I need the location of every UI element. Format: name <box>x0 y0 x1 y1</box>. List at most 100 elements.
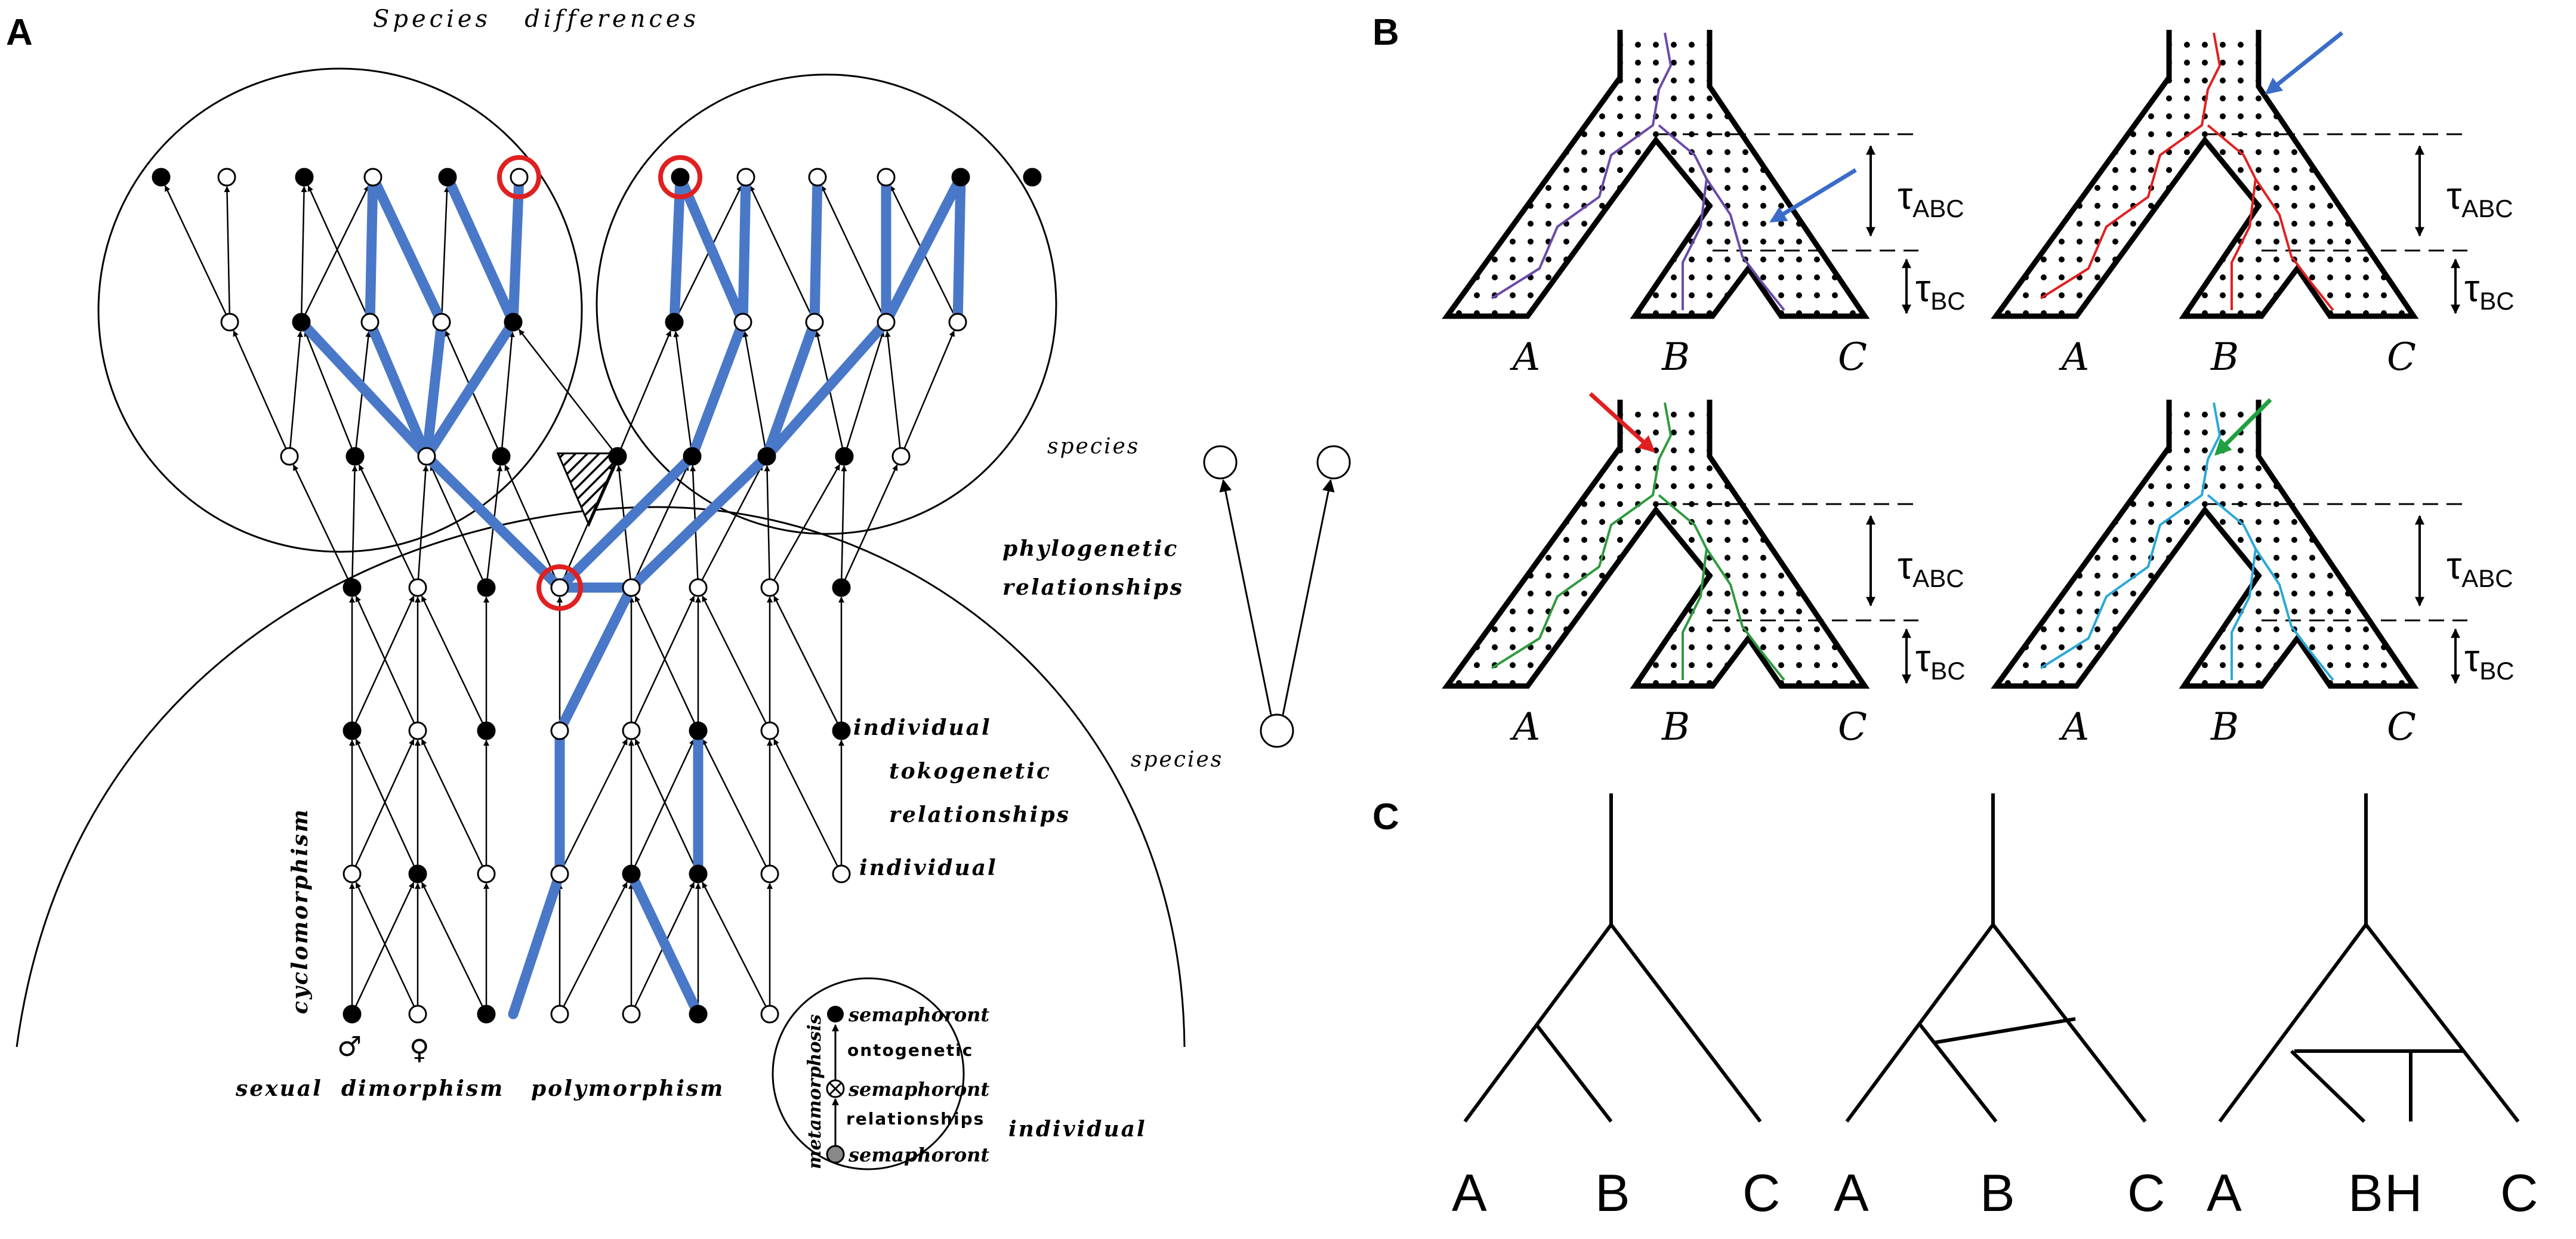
female-symbol: ♀ <box>409 1033 430 1065</box>
tau-abc-label: τABC <box>1898 544 1964 592</box>
highlight-circle-ancestor <box>536 564 583 611</box>
tree-2-tip-a: A <box>1834 1163 1869 1222</box>
semaphoront-node <box>891 447 911 466</box>
tip-b: B <box>2210 705 2239 749</box>
semaphoront-node <box>343 864 362 883</box>
semaphoront-node <box>665 313 684 332</box>
semaphoront-node <box>608 447 627 466</box>
gene-tree-arrow-4 <box>2214 398 2272 456</box>
label-sexual-dimorphism: sexual dimorphism <box>235 1076 504 1101</box>
panel-a-letter: A <box>6 12 33 53</box>
highlight-circle-left <box>497 155 541 199</box>
semaphoront-node <box>363 168 382 187</box>
tip-c: C <box>1838 705 1867 749</box>
semaphoront-node <box>835 447 854 466</box>
tree-3-tip-h: H <box>2384 1163 2423 1222</box>
label-individual-mid: individual <box>859 855 998 880</box>
label-tokogenetic-relationships: relationships <box>889 802 1070 827</box>
label-semaphoront-relationships: relationships <box>846 1109 985 1129</box>
tree-3-tip-a: A <box>2207 1163 2242 1222</box>
gene-tree-arrow-2 <box>2265 31 2344 95</box>
panel-c: C A B C A B C A B H C <box>1372 793 2538 1222</box>
gene-tree-arrow-3 <box>1588 392 1656 453</box>
semaphoront-node <box>622 1005 641 1024</box>
semaphoront-node <box>622 721 641 740</box>
semaphoront-node <box>345 447 365 466</box>
tip-c: C <box>2387 335 2416 379</box>
semaphoront-node <box>951 168 970 187</box>
tip-b: B <box>1661 705 1690 749</box>
label-ontogenetic: ontogenetic <box>847 1040 973 1060</box>
species-circle-right <box>596 73 1057 535</box>
semaphoront-node <box>360 313 380 332</box>
semaphoront-node <box>408 721 427 740</box>
semaphoront-node <box>757 447 776 466</box>
semaphoront-node <box>689 578 708 597</box>
male-symbol: ♂ <box>337 1030 362 1062</box>
semaphoront-node <box>408 864 427 883</box>
semaphoront-node <box>408 578 427 597</box>
tip-a: A <box>2059 705 2089 749</box>
semaphoront-nodes <box>152 168 1042 1024</box>
panel-a: A <box>6 5 1351 1170</box>
semaphoront-node <box>432 313 451 332</box>
label-semaphoront-top: semaphoront <box>848 1003 989 1026</box>
phylo-arrow-right <box>1282 478 1335 715</box>
semaphoront-node <box>343 721 362 740</box>
species-circle-left <box>97 67 583 553</box>
semaphoront-node <box>832 578 851 597</box>
species-tree-3: τABC τBC A B C <box>1442 400 1966 749</box>
tree-1-tip-a: A <box>1452 1163 1487 1222</box>
species-arc-lower <box>16 506 1186 1048</box>
semaphoront-node <box>760 721 779 740</box>
semaphoront-node <box>808 168 827 187</box>
tau-bc-label: τBC <box>1915 267 1966 315</box>
panel-c-letter: C <box>1372 796 1399 838</box>
label-tokogenetic: tokogenetic <box>889 759 1051 784</box>
semaphoront-node <box>280 447 299 466</box>
semaphoront-node <box>1023 168 1042 187</box>
semaphoront-node <box>689 1005 708 1024</box>
tree-1 <box>1463 793 1762 1123</box>
semaphoront-node <box>492 447 511 466</box>
tau-bc-label: τBC <box>1915 637 1966 685</box>
tip-b: B <box>1661 335 1690 379</box>
label-semaphoront-bottom: semaphoront <box>848 1144 989 1166</box>
semaphoront-node <box>550 721 569 740</box>
semaphoront-node <box>438 168 457 187</box>
phylo-node-root <box>1260 713 1294 748</box>
semaphoront-node <box>877 313 896 332</box>
semaphoront-node <box>877 168 896 187</box>
label-semaphoront-mid: semaphoront <box>848 1078 989 1101</box>
semaphoront-node <box>295 168 314 187</box>
semaphoront-node <box>805 313 824 332</box>
tree-3-tip-b: B <box>2348 1163 2383 1222</box>
label-polymorphism: polymorphism <box>531 1076 724 1101</box>
tree-1-tip-b: B <box>1595 1163 1630 1222</box>
phylo-arrow-left <box>1219 478 1272 715</box>
semaphoront-node <box>760 578 779 597</box>
tip-b: B <box>2210 335 2239 379</box>
semaphoront-circle <box>772 977 965 1170</box>
label-individual-top: individual <box>853 715 992 740</box>
semaphoront-node <box>152 168 171 187</box>
semaphoront-node <box>220 313 239 332</box>
semaphoront-node <box>832 864 851 883</box>
semaphoront-node <box>550 578 569 597</box>
tip-a: A <box>1510 705 1540 749</box>
semaphoront-node <box>683 447 702 466</box>
semaphoront-node <box>343 578 362 597</box>
phylo-node-right <box>1316 445 1351 480</box>
semaphoront-node <box>736 168 755 187</box>
tip-a: A <box>1510 335 1540 379</box>
semaphoront-node <box>832 721 851 740</box>
tree-1-tip-c: C <box>1742 1163 1781 1222</box>
semaphoront-node <box>477 578 496 597</box>
tree-2-tip-c: C <box>2127 1163 2165 1222</box>
tree-2-tip-b: B <box>1980 1163 2015 1222</box>
label-phylogenetic: phylogenetic <box>1002 536 1179 561</box>
